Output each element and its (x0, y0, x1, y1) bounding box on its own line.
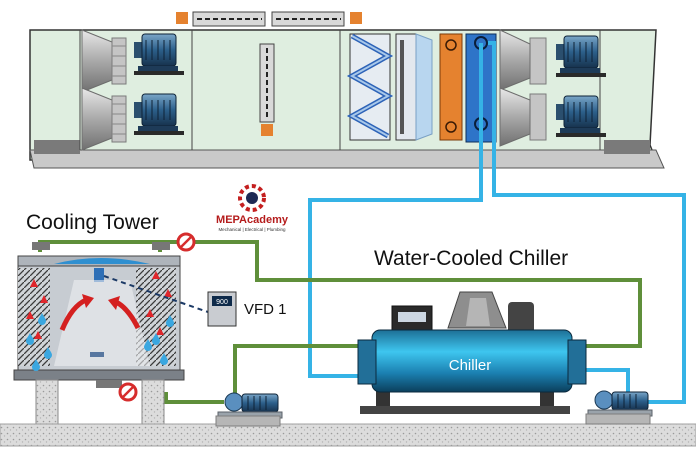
chilled-water-pump (587, 390, 653, 417)
final-filter (395, 33, 433, 141)
vfd-unit: 900 (103, 275, 237, 327)
cooling-tower (13, 242, 185, 425)
top-damper-right (271, 11, 362, 27)
chiller-title: Water-Cooled Chiller (374, 247, 568, 270)
ground-slab (0, 423, 696, 447)
chiller: Chiller (357, 291, 587, 414)
vfd-label: VFD 1 (244, 301, 287, 318)
logo-name: MEPAcademy (216, 214, 289, 226)
mep-academy-logo: MEPAcademy Mechanical | Electrical | Plu… (216, 184, 289, 232)
airflow-arrow-right (114, 299, 141, 330)
cooling-tower-title: Cooling Tower (26, 211, 159, 234)
vfd-display: 900 (216, 299, 228, 306)
supply-fan-lower (499, 87, 607, 147)
control-valve-bottom (118, 382, 138, 402)
chiller-label: Chiller (449, 357, 492, 374)
bag-filter (346, 33, 394, 141)
control-valve-top (176, 232, 196, 252)
chilled-water-pipes (308, 41, 686, 404)
condenser-water-pump (217, 392, 283, 419)
mixing-damper (259, 43, 275, 136)
air-handling-unit (29, 11, 665, 169)
heating-coil (439, 33, 463, 141)
top-damper-left (176, 11, 266, 27)
airflow-arrow-left (59, 297, 88, 331)
supply-fan-upper (499, 29, 607, 91)
logo-tagline: Mechanical | Electrical | Plumbing (218, 227, 286, 232)
